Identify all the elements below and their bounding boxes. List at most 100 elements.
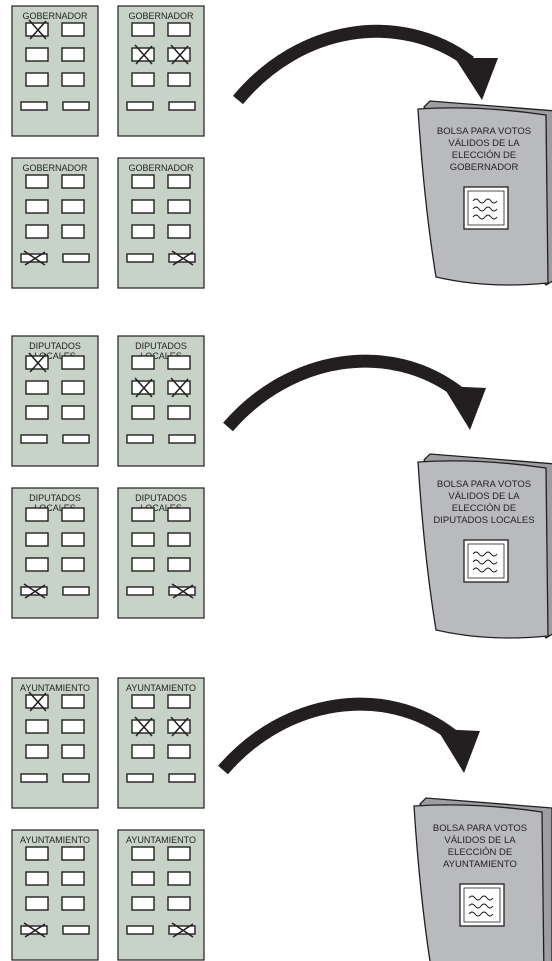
ballot-option-box: [62, 558, 84, 571]
ballot-option-box: [63, 254, 89, 262]
ballot: GOBERNADOR: [12, 6, 98, 136]
ballot: GOBERNADOR: [118, 6, 204, 136]
ballot-option-box: [168, 356, 190, 369]
ballot-option-box: [62, 356, 84, 369]
ballot-option-box: [132, 73, 154, 86]
ballot-sheet: [118, 678, 204, 808]
ballot-option-box: [63, 435, 89, 443]
ballot-title: DIPUTADOS: [135, 493, 187, 503]
ballot-option-box: [132, 23, 154, 36]
ballot-option-box: [132, 847, 154, 860]
bag-label: BOLSA PARA VOTOS: [437, 479, 531, 490]
ballot-option-box: [62, 225, 84, 238]
ballot-option-box: [168, 23, 190, 36]
ballot-option-box: [62, 48, 84, 61]
ballot-option-box: [132, 872, 154, 885]
curved-arrow-icon: [223, 704, 480, 773]
ballot-option-box: [168, 73, 190, 86]
ballot-option-box: [26, 406, 48, 419]
bag-label: VÁLIDOS DE LA: [448, 491, 520, 502]
ballot-option-box: [26, 897, 48, 910]
ballot-option-box: [127, 254, 153, 262]
ballot-option-box: [168, 533, 190, 546]
ballot-title: DIPUTADOS: [29, 493, 81, 503]
arrow-shaft: [223, 704, 452, 770]
bag-label: VÁLIDOS DE LA: [444, 835, 516, 846]
ballot-option-box: [26, 847, 48, 860]
ballot-option-box: [62, 73, 84, 86]
ballot-option-box: [132, 897, 154, 910]
ballot-option-box: [26, 745, 48, 758]
ballot-option-box: [63, 926, 89, 934]
ballot-title: GOBERNADOR: [128, 11, 194, 21]
ballot-sheet: [12, 6, 98, 136]
ballot-sheet: [12, 830, 98, 960]
ballot-sheet: [12, 678, 98, 808]
ballot-option-box: [26, 200, 48, 213]
ballot-option-box: [21, 774, 47, 782]
arrow-shaft: [238, 31, 470, 100]
ballot: GOBERNADOR: [118, 158, 204, 288]
ballot-option-box: [26, 48, 48, 61]
ballot-option-box: [26, 720, 48, 733]
ballot-option-box: [62, 872, 84, 885]
ballot-option-box: [168, 225, 190, 238]
bag-label: ELECCIÓN DE: [452, 503, 516, 514]
ballot-sheet: [118, 6, 204, 136]
arrow-head: [455, 58, 498, 100]
ballot-option-box: [62, 508, 84, 521]
ballot-option-box: [127, 926, 153, 934]
ballot-option-box: [132, 533, 154, 546]
ballot-option-box: [169, 774, 195, 782]
ballot-option-box: [132, 558, 154, 571]
bag-label: VÁLIDOS DE LA: [448, 138, 520, 149]
ballot-option-box: [132, 695, 154, 708]
arrow-head: [437, 729, 480, 773]
bag-label: ELECCIÓN DE: [452, 150, 516, 161]
ballot-option-box: [168, 872, 190, 885]
ballot: AYUNTAMIENTO: [118, 678, 204, 808]
ballot-option-box: [62, 200, 84, 213]
ballot-sheet: [118, 158, 204, 288]
ballot-option-box: [62, 175, 84, 188]
ballot-title: GOBERNADOR: [128, 163, 194, 173]
ballot-option-box: [62, 847, 84, 860]
ballot-option-box: [169, 102, 195, 110]
bag-label: ELECCIÓN DE: [448, 847, 512, 858]
ballot-option-box: [168, 745, 190, 758]
ballot-option-box: [132, 356, 154, 369]
ballot-option-box: [63, 774, 89, 782]
ballot-option-box: [26, 225, 48, 238]
arrow-shaft: [228, 361, 458, 427]
ballot-option-box: [132, 745, 154, 758]
ballot-title: AYUNTAMIENTO: [126, 835, 196, 845]
ballot-option-box: [26, 872, 48, 885]
bag-label: BOLSA PARA VOTOS: [437, 126, 531, 137]
ballot-option-box: [168, 897, 190, 910]
ballot-option-box: [62, 695, 84, 708]
ballot-option-box: [127, 102, 153, 110]
ballot-option-box: [21, 435, 47, 443]
ballot-sheet: [12, 158, 98, 288]
ballot-option-box: [63, 102, 89, 110]
ballot-option-box: [62, 23, 84, 36]
ballot-option-box: [62, 745, 84, 758]
ballot-option-box: [62, 897, 84, 910]
ballot-title: AYUNTAMIENTO: [126, 683, 196, 693]
scribbled-document-icon: [464, 187, 508, 229]
ballot-option-box: [62, 533, 84, 546]
ballot-option-box: [127, 435, 153, 443]
curved-arrow-icon: [228, 361, 486, 430]
ballot-option-box: [168, 175, 190, 188]
bag-label: AYUNTAMIENTO: [443, 859, 517, 870]
scribbled-document-icon: [464, 540, 508, 582]
ballot-title: AYUNTAMIENTO: [20, 683, 90, 693]
ballot-option-box: [168, 558, 190, 571]
ballot-option-box: [132, 200, 154, 213]
